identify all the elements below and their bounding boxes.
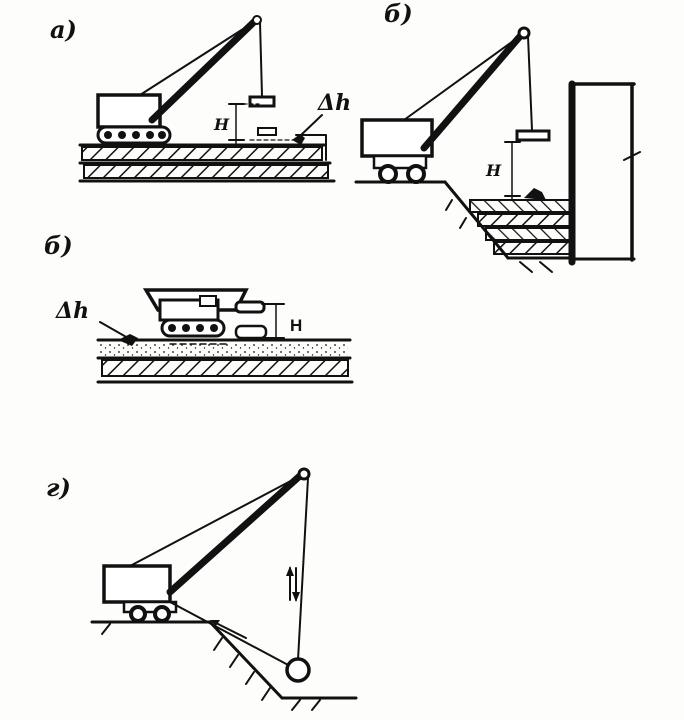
figure-g-label: г) [46, 473, 71, 502]
figure-v-road [96, 338, 354, 384]
figure-v-dim-dh: Δh [55, 298, 89, 324]
figure-a-label: а) [50, 15, 77, 44]
figure-g-crane [102, 467, 311, 683]
figure-v-delta-h: Δh [55, 298, 138, 346]
figure-b-height-dimension: H [485, 141, 546, 201]
figure-a-road [78, 134, 336, 183]
figure-v-height-dimension: H [261, 303, 302, 341]
figure-a-crane [96, 15, 276, 145]
figure-a-dim-h: H [213, 115, 230, 134]
figure-b-ground [354, 180, 574, 273]
figure-g: г) [46, 467, 358, 711]
figure-b-wall [568, 80, 641, 266]
figure-b: б) [354, 0, 641, 273]
figure-g-motion-arrows [210, 566, 300, 639]
figure-v-dim-h: H [290, 316, 302, 335]
figure-v-label: б) [44, 231, 73, 260]
figure-b-dim-h: H [485, 161, 502, 180]
figure-b-label: б) [384, 0, 413, 28]
figure-v: б) H [44, 231, 354, 384]
figure-b-crane [360, 26, 551, 184]
figure-v-paver [142, 288, 268, 340]
figure-a-delta-h: Δh [292, 90, 351, 145]
figure-a-height-dimension: H [213, 103, 301, 147]
figure-a-dim-dh: Δh [317, 90, 351, 116]
figure-a: а) [50, 15, 351, 183]
figure-g-ground [90, 620, 358, 711]
